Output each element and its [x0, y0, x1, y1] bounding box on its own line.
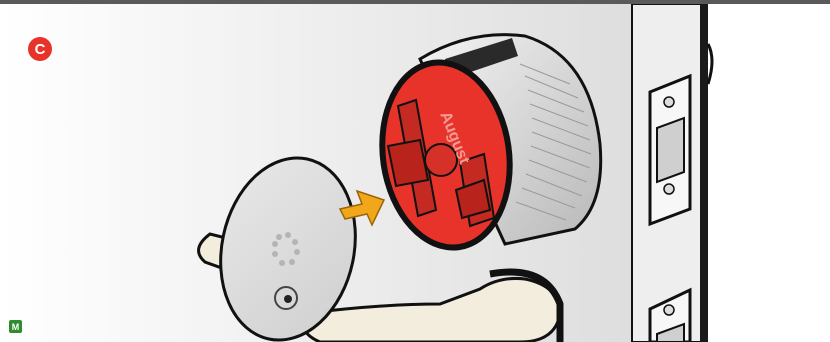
door-strike-plate-icon [650, 76, 690, 224]
source-badge: M [9, 320, 22, 333]
step-badge: C [28, 37, 52, 61]
lock-installation-illustration: August [0, 4, 830, 342]
